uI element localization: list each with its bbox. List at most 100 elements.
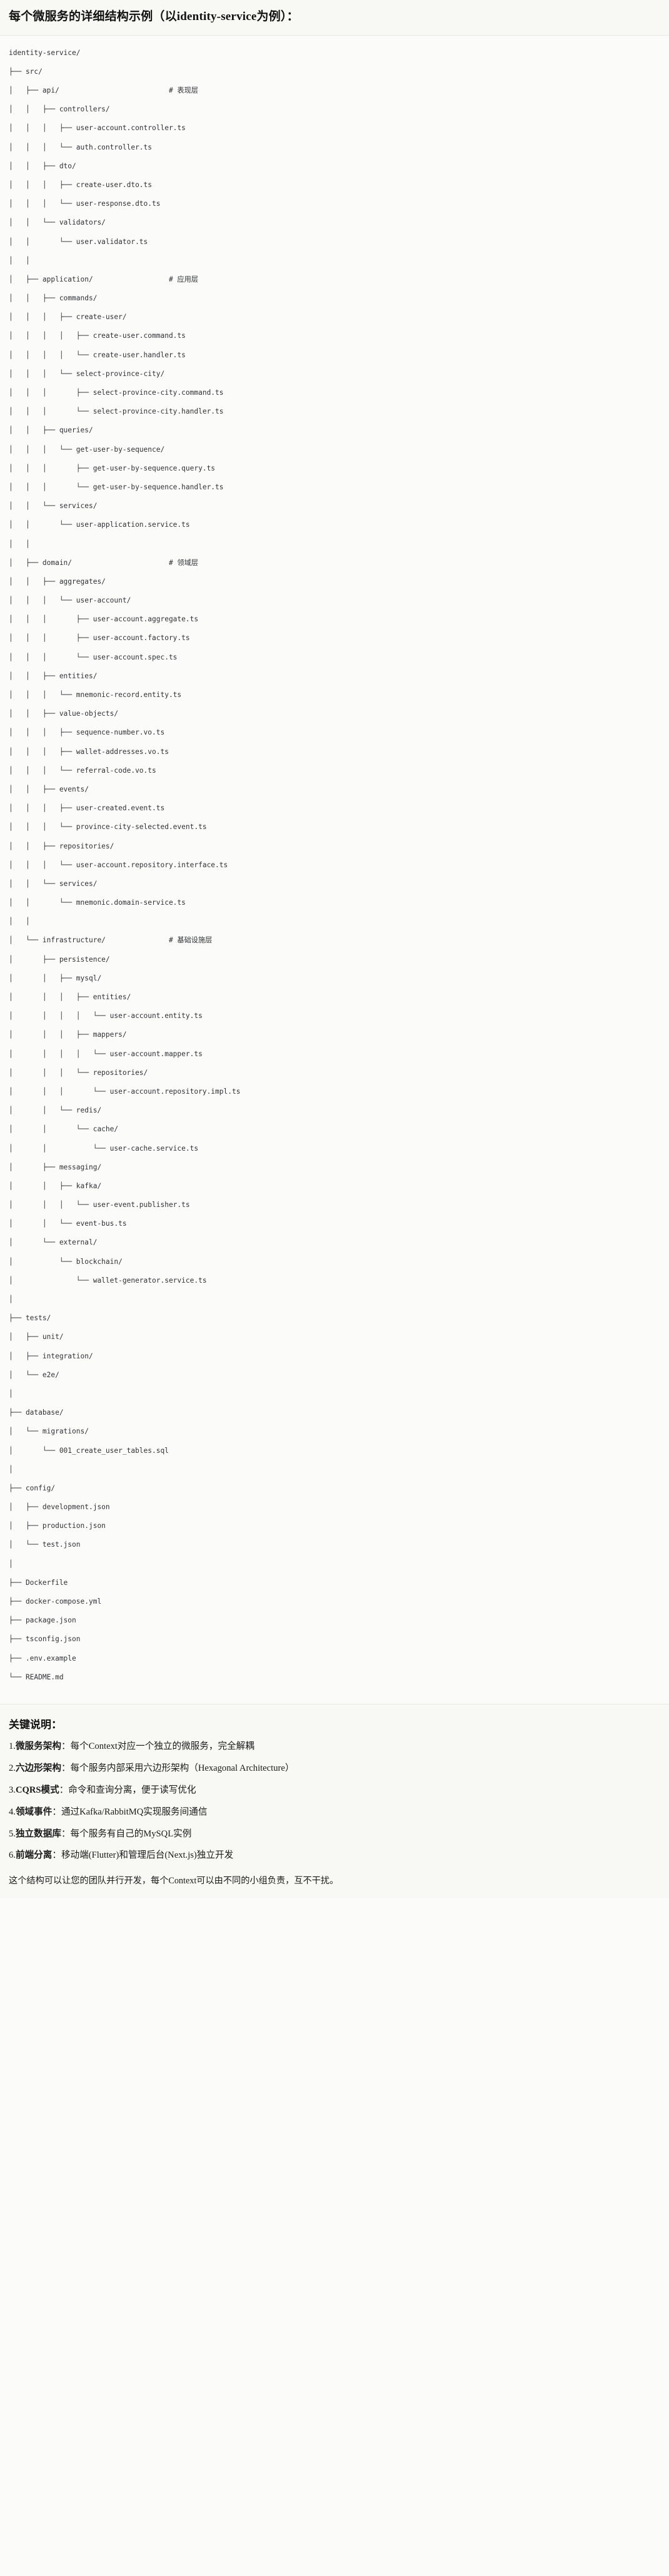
tree-line: │ │ — [9, 917, 30, 926]
tree-line: │ └── migrations/ — [9, 1427, 89, 1436]
key-note-item: 1.微服务架构：每个Context对应一个独立的微服务，完全解耦 — [9, 1740, 660, 1754]
tree-line: │ │ │ └── province-city-selected.event.t… — [9, 823, 207, 832]
key-note-index: 1. — [9, 1741, 16, 1751]
key-note-item: 5.独立数据库：每个服务有自己的MySQL实例 — [9, 1828, 660, 1841]
tree-line: │ │ └── user-cache.service.ts — [9, 1144, 199, 1153]
closing-note: 这个结构可以让您的团队并行开发，每个Context可以由不同的小组负责，互不干扰… — [9, 1876, 339, 1886]
key-note-index: 6. — [9, 1850, 16, 1861]
tree-line: │ │ ├── mysql/ — [9, 974, 102, 982]
tree-line: │ ├── development.json — [9, 1503, 110, 1512]
tree-line: ├── database/ — [9, 1408, 64, 1417]
tree-line: │ │ │ └── mnemonic-record.entity.ts — [9, 691, 182, 700]
key-note-index: 4. — [9, 1806, 16, 1817]
tree-line: │ │ └── event-bus.ts — [9, 1219, 127, 1228]
tree-line: │ │ │ ├── select-province-city.command.t… — [9, 389, 224, 397]
tree-line: │ │ │ ├── user-account.factory.ts — [9, 634, 190, 643]
tree-line: │ │ └── services/ — [9, 502, 98, 511]
tree-line: │ │ │ └── select-province-city/ — [9, 369, 165, 378]
tree-line: ├── docker-compose.yml — [9, 1597, 102, 1606]
tree-line: │ │ │ └── user-response.dto.ts — [9, 200, 161, 208]
tree-line: │ │ │ ├── user-account.controller.ts — [9, 124, 186, 133]
tree-line: ├── config/ — [9, 1484, 56, 1492]
tree-line: ├── src/ — [9, 67, 43, 76]
document-page: 每个微服务的详细结构示例（以identity-service为例）： ident… — [0, 0, 669, 1898]
key-note-term: 前端分离 — [15, 1850, 53, 1861]
tree-line: │ └── infrastructure/ # 基础设施层 — [9, 936, 213, 945]
tree-line: │ │ │ └── user-event.publisher.ts — [9, 1201, 190, 1209]
key-note-item: 6.前端分离：移动端(Flutter)和管理后台(Next.js)独立开发 — [9, 1849, 660, 1863]
tree-line: │ — [9, 1559, 13, 1568]
tree-line: ├── .env.example — [9, 1654, 76, 1662]
tree-line: │ │ ├── kafka/ — [9, 1181, 102, 1190]
tree-line: │ ├── persistence/ — [9, 955, 110, 964]
tree-line: │ — [9, 1389, 13, 1398]
key-notes-list: 1.微服务架构：每个Context对应一个独立的微服务，完全解耦 2.六边形架构：… — [9, 1740, 660, 1863]
key-note-term: 独立数据库 — [15, 1828, 61, 1839]
tree-line: │ │ │ ├── create-user.dto.ts — [9, 180, 153, 189]
key-note-index: 3. — [9, 1784, 16, 1795]
tree-line: │ ├── messaging/ — [9, 1163, 102, 1171]
tree-line: │ │ └── user-application.service.ts — [9, 521, 190, 529]
key-note-description: ：每个Context对应一个独立的微服务，完全解耦 — [61, 1741, 254, 1751]
key-note-description: ：每个服务内部采用六边形架构（Hexagonal Architecture） — [61, 1763, 294, 1773]
tree-line: │ │ │ ├── sequence-number.vo.ts — [9, 728, 165, 737]
directory-tree-code: identity-service/ ├── src/ │ ├── api/ # … — [9, 48, 660, 1682]
tree-line: │ │ │ ├── get-user-by-sequence.query.ts — [9, 464, 216, 472]
tree-line: │ │ │ │ ├── create-user.command.ts — [9, 332, 186, 340]
tree-line: │ │ │ │ └── create-user.handler.ts — [9, 350, 186, 359]
tree-line: │ │ └── validators/ — [9, 218, 106, 227]
tree-line: │ │ │ └── user-account.spec.ts — [9, 653, 178, 661]
tree-line: │ ├── production.json — [9, 1522, 106, 1530]
tree-line: │ │ │ └── get-user-by-sequence.handler.t… — [9, 482, 224, 491]
key-note-item: 3.CQRS模式：命令和查询分离，便于读写优化 — [9, 1784, 660, 1798]
tree-line: │ │ └── user.validator.ts — [9, 237, 148, 246]
tree-line: │ │ │ └── referral-code.vo.ts — [9, 766, 156, 775]
directory-tree-section: identity-service/ ├── src/ │ ├── api/ # … — [0, 35, 669, 1704]
key-note-term: 领域事件 — [15, 1806, 53, 1817]
tree-line: │ └── blockchain/ — [9, 1257, 123, 1266]
tree-line: │ ├── unit/ — [9, 1333, 64, 1341]
tree-line: │ │ │ └── get-user-by-sequence/ — [9, 445, 165, 454]
tree-line: │ │ ├── dto/ — [9, 161, 76, 170]
heading-section: 每个微服务的详细结构示例（以identity-service为例）： — [0, 0, 669, 36]
tree-line: │ │ ├── events/ — [9, 785, 89, 793]
tree-line: │ └── external/ — [9, 1238, 98, 1247]
tree-line: │ │ └── mnemonic.domain-service.ts — [9, 899, 186, 907]
key-note-index: 5. — [9, 1828, 16, 1839]
key-note-term: 六边形架构 — [15, 1763, 61, 1773]
tree-line: │ │ ├── repositories/ — [9, 842, 114, 850]
tree-line: │ │ ├── commands/ — [9, 294, 98, 303]
tree-line: └── README.md — [9, 1672, 64, 1681]
tree-line: │ │ │ └── user-account/ — [9, 596, 131, 605]
key-notes-title: 关键说明： — [9, 1718, 62, 1731]
tree-line: │ └── wallet-generator.service.ts — [9, 1276, 207, 1285]
tree-line: │ │ ├── value-objects/ — [9, 710, 119, 718]
key-note-item: 2.六边形架构：每个服务内部采用六边形架构（Hexagonal Architec… — [9, 1762, 660, 1776]
key-note-term: CQRS模式 — [15, 1784, 59, 1795]
tree-line: │ │ │ ├── mappers/ — [9, 1031, 127, 1039]
tree-line: │ │ │ └── auth.controller.ts — [9, 143, 153, 151]
tree-line: │ ├── application/ # 应用层 — [9, 275, 198, 283]
tree-line: │ │ │ ├── wallet-addresses.vo.ts — [9, 747, 169, 756]
tree-line: │ — [9, 1465, 13, 1474]
key-notes-section: 关键说明： 1.微服务架构：每个Context对应一个独立的微服务，完全解耦 2.… — [0, 1704, 669, 1898]
tree-line: │ │ — [9, 539, 30, 548]
tree-line: │ — [9, 1295, 13, 1304]
tree-line: │ │ │ │ └── user-account.entity.ts — [9, 1012, 203, 1021]
tree-line: │ │ │ │ └── user-account.mapper.ts — [9, 1049, 203, 1058]
tree-line: │ │ ├── controllers/ — [9, 105, 110, 114]
tree-line: ├── tsconfig.json — [9, 1635, 81, 1644]
tree-line: │ │ └── services/ — [9, 879, 98, 888]
tree-line: │ │ │ └── user-account.repository.interf… — [9, 860, 228, 869]
tree-line: │ │ │ └── select-province-city.handler.t… — [9, 407, 224, 416]
tree-line: │ │ │ ├── user-created.event.ts — [9, 804, 165, 813]
tree-line: │ │ └── redis/ — [9, 1106, 102, 1115]
tree-line: │ ├── integration/ — [9, 1352, 93, 1360]
tree-line: │ │ ├── entities/ — [9, 671, 98, 680]
tree-line: │ │ │ ├── user-account.aggregate.ts — [9, 615, 199, 624]
key-note-description: ：每个服务有自己的MySQL实例 — [61, 1828, 192, 1839]
tree-line: │ ├── api/ # 表现层 — [9, 86, 198, 95]
tree-line: ├── package.json — [9, 1616, 76, 1625]
tree-line: │ └── e2e/ — [9, 1370, 59, 1379]
tree-line: │ └── 001_create_user_tables.sql — [9, 1446, 169, 1455]
